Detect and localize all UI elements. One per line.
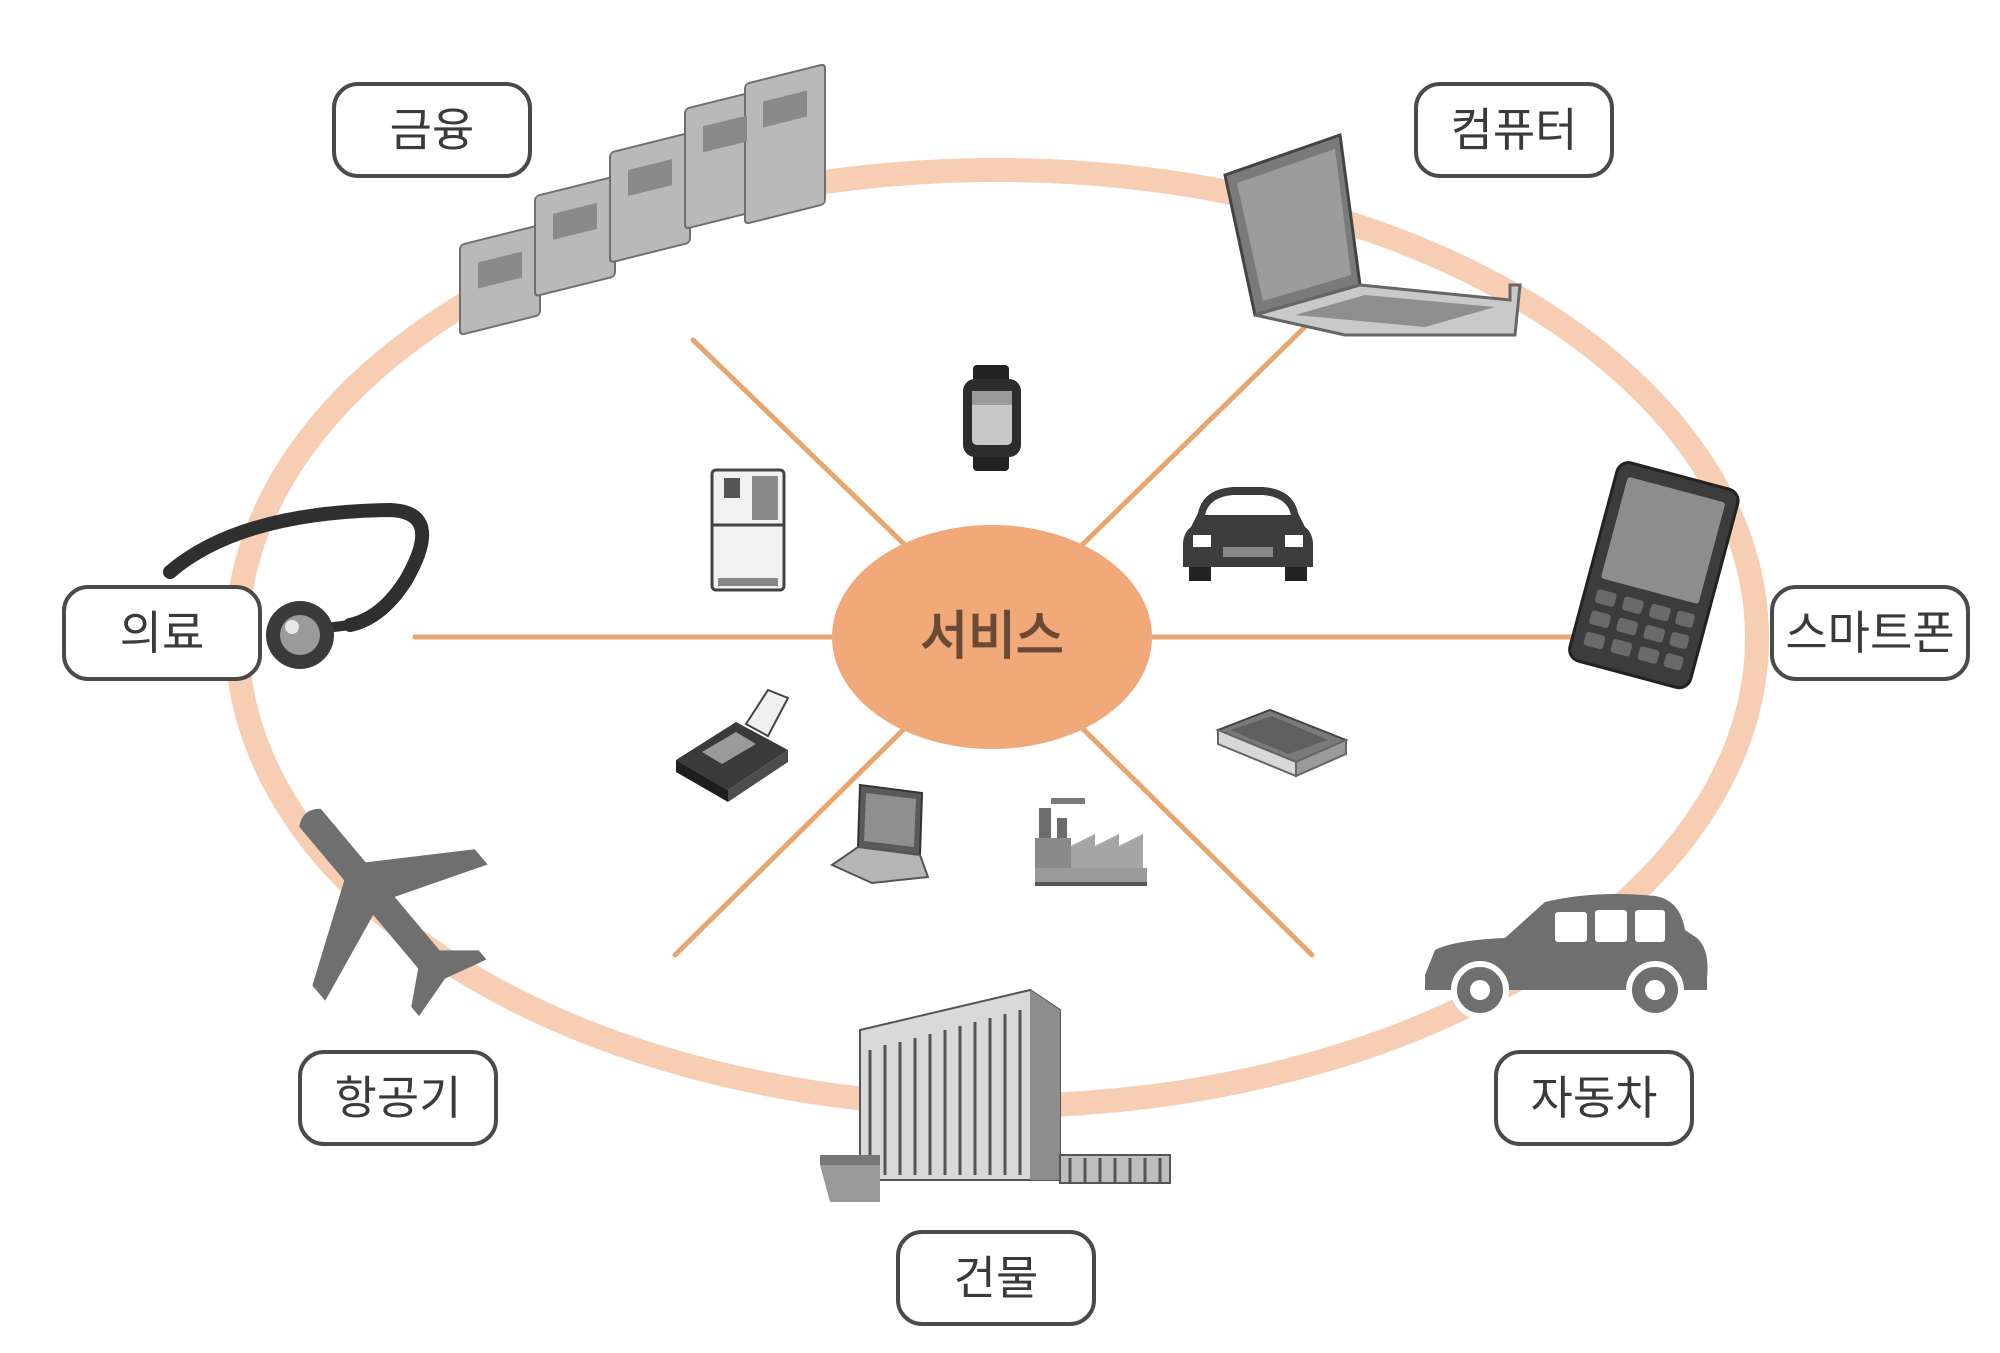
label-building-text: 건물 bbox=[954, 1251, 1039, 1305]
factory-icon bbox=[1035, 798, 1147, 886]
label-finance: 금융 bbox=[332, 82, 532, 178]
label-computer-text: 컴퓨터 bbox=[1451, 103, 1578, 157]
spoke-lower-left bbox=[672, 725, 908, 958]
center-ellipse bbox=[832, 525, 1152, 749]
spoke-upper-right bbox=[1079, 319, 1313, 548]
label-finance-text: 금융 bbox=[390, 103, 475, 157]
fax-machine-icon bbox=[676, 688, 790, 802]
label-smartphone-text: 스마트폰 bbox=[1785, 606, 1954, 660]
book-icon bbox=[1215, 708, 1349, 778]
label-computer: 컴퓨터 bbox=[1414, 82, 1614, 178]
airplane-icon bbox=[299, 808, 488, 1017]
refrigerator-icon bbox=[710, 468, 786, 592]
spokes bbox=[412, 319, 1598, 958]
label-car-text: 자동차 bbox=[1531, 1071, 1658, 1125]
label-car: 자동차 bbox=[1494, 1050, 1694, 1146]
smartphone-icon bbox=[1568, 461, 1740, 690]
money-stack-icon bbox=[459, 63, 826, 336]
label-medical-text: 의료 bbox=[120, 606, 205, 660]
center-label: 서비스 bbox=[920, 607, 1064, 667]
center-node: 서비스 bbox=[832, 525, 1152, 749]
laptop-icon bbox=[1223, 132, 1522, 337]
label-medical: 의료 bbox=[62, 585, 262, 681]
label-smartphone: 스마트폰 bbox=[1770, 585, 1970, 681]
label-aircraft-text: 항공기 bbox=[335, 1071, 462, 1125]
smartwatch-icon bbox=[963, 365, 1021, 471]
spoke-lower-right bbox=[1079, 725, 1315, 958]
stethoscope-icon bbox=[163, 502, 430, 669]
office-building-icon bbox=[820, 988, 1171, 1202]
taxi-car-icon bbox=[1425, 894, 1708, 1019]
label-aircraft: 항공기 bbox=[298, 1050, 498, 1146]
car-front-icon bbox=[1183, 487, 1313, 581]
notebook-icon bbox=[829, 783, 930, 885]
spoke-upper-left bbox=[690, 337, 908, 548]
label-building: 건물 bbox=[896, 1230, 1096, 1326]
